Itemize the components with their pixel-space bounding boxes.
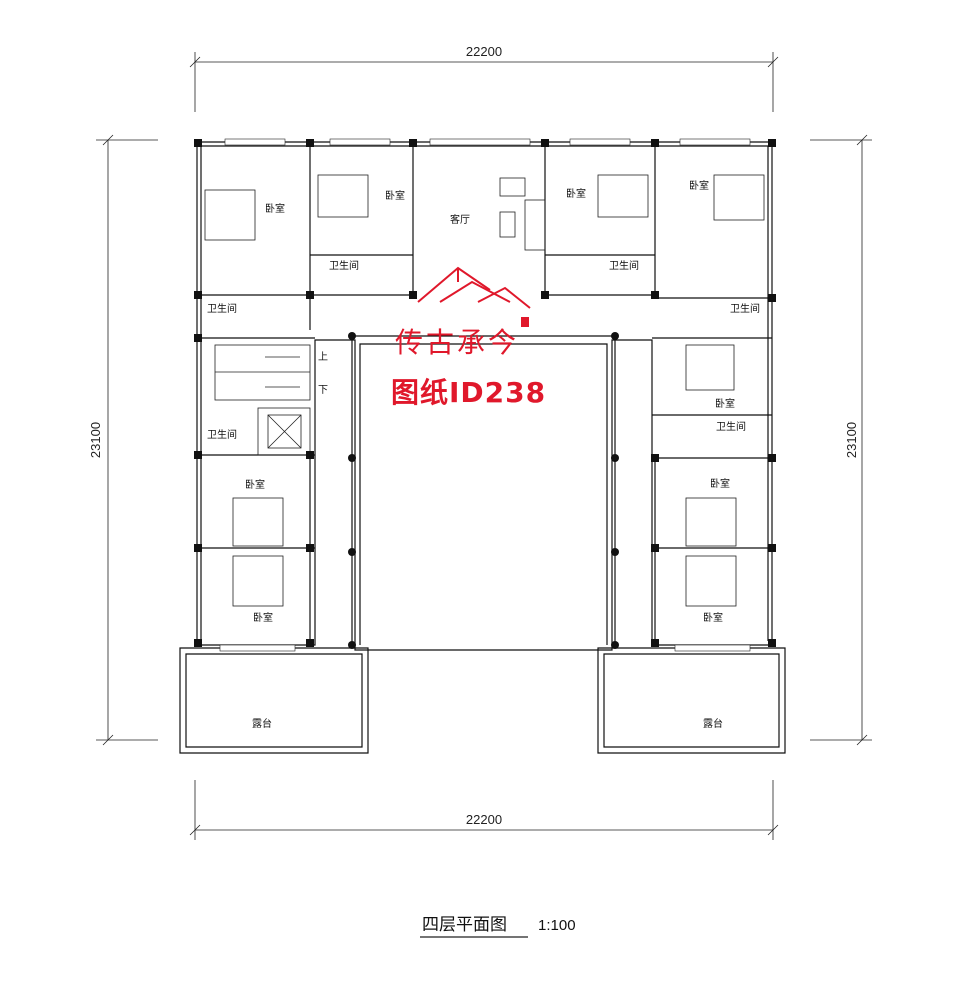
label-terrace-right: 露台 <box>703 717 723 730</box>
label-living-room: 客厅 <box>450 213 470 226</box>
label-bedroom-3: 卧室 <box>566 187 586 200</box>
courtyard-corridor <box>351 335 616 645</box>
label-bedroom-1: 卧室 <box>265 202 285 215</box>
watermark-line-1: 传古承今 <box>395 326 519 359</box>
label-stair-up: 上 <box>318 351 328 363</box>
drawing-title: 四层平面图 1:100 <box>420 915 576 938</box>
terrace-outlines <box>179 644 786 754</box>
label-bathroom-2: 卫生间 <box>609 259 639 272</box>
interior-walls <box>197 142 772 645</box>
drawing-scale: 1:100 <box>538 917 576 934</box>
dimension-left: 23100 <box>88 422 103 458</box>
label-bedroom-4: 卧室 <box>689 179 709 192</box>
label-bathroom-3: 卫生间 <box>207 302 237 315</box>
label-terrace-left: 露台 <box>252 717 272 730</box>
label-bedroom-7: 卧室 <box>710 477 730 490</box>
label-bedroom-5: 卧室 <box>715 397 735 410</box>
label-bedroom-9: 卧室 <box>703 611 723 624</box>
watermark: 传古承今 图纸ID238 <box>391 266 546 409</box>
dimension-lines <box>96 52 872 840</box>
structural-columns <box>194 139 776 649</box>
label-stair-down: 下 <box>318 385 328 396</box>
room-labels: 卧室 卧室 客厅 卧室 卧室 卫生间 卫生间 卫生间 卫生间 卫生间 卫生间 上… <box>207 179 760 730</box>
drawing-title-name: 四层平面图 <box>422 915 507 935</box>
watermark-roof-logo <box>417 266 531 327</box>
furniture-beds <box>204 174 765 607</box>
label-bathroom-4: 卫生间 <box>730 302 760 315</box>
watermark-line-2: 图纸ID238 <box>391 376 546 409</box>
dimension-right: 23100 <box>844 422 859 458</box>
label-bathroom-6: 卫生间 <box>716 420 746 433</box>
dimension-bottom: 22200 <box>466 812 502 827</box>
label-bedroom-2: 卧室 <box>385 189 405 202</box>
label-bathroom-5: 卫生间 <box>207 428 237 441</box>
label-bedroom-6: 卧室 <box>245 478 265 491</box>
label-bathroom-1: 卫生间 <box>329 259 359 272</box>
dimension-top: 22200 <box>466 44 502 59</box>
label-bedroom-8: 卧室 <box>253 611 273 624</box>
